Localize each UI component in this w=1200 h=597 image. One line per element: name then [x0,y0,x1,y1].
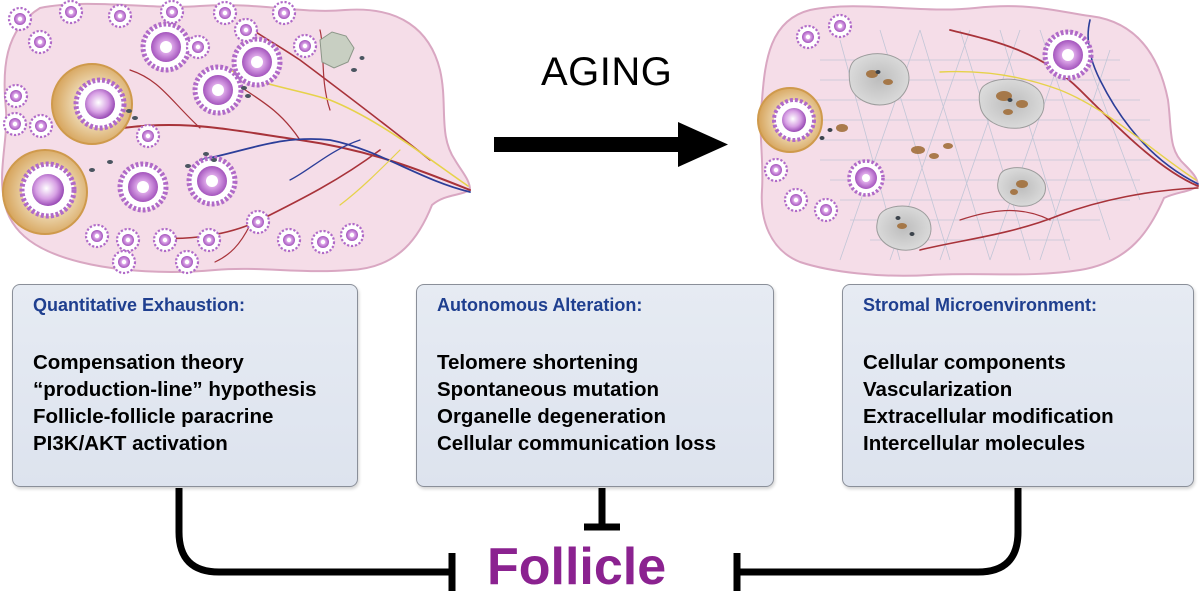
list-item: Follicle-follicle paracrine [33,405,274,428]
follicle-label: Follicle [487,538,667,596]
aged-secondary-follicle [1045,32,1091,78]
box-title: Stromal Microenvironment: [863,295,1098,315]
list-item: Cellular communication loss [437,432,717,455]
antral-follicle-upper [51,63,133,145]
list-item: Vascularization [863,378,1013,401]
list-item: Intercellular molecules [863,432,1086,455]
box-list: Telomere shortening Spontaneous mutation… [437,349,716,457]
aged-antral-follicle [757,87,823,153]
list-item: PI3K/AKT activation [33,432,228,455]
inhibition-connectors [175,488,1022,591]
aging-label: AGING [541,50,673,94]
aged-vessels [919,19,1199,251]
box-title: Quantitative Exhaustion: [33,295,246,315]
aged-ovary [757,5,1200,277]
young-stromal-patch [319,31,355,69]
left-inhibition-line [175,488,452,576]
list-item: Extracellular modification [863,405,1114,428]
lipofuscin-deposits [836,70,1028,229]
list-item: Telomere shortening [437,351,639,374]
young-ovary [1,0,472,275]
box-list: Compensation theory “production-line” hy… [33,349,317,457]
quantitative-exhaustion-box: Quantitative Exhaustion: Compensation th… [12,284,358,487]
box-title: Autonomous Alteration: [437,295,643,315]
list-item: “production-line” hypothesis [33,378,317,401]
autonomous-alteration-box: Autonomous Alteration: Telomere shorteni… [416,284,774,487]
fibrotic-mesh [815,29,1150,261]
list-item: Compensation theory [33,351,244,374]
aging-arrow [494,122,728,167]
aged-primary-follicle [847,159,885,197]
right-inhibition-line [737,488,1022,576]
stromal-microenvironment-box: Stromal Microenvironment: Cellular compo… [842,284,1194,487]
box-list: Cellular components Vascularization Extr… [863,349,1114,457]
list-item: Cellular components [863,351,1066,374]
antral-follicle-lower [2,149,88,235]
list-item: Spontaneous mutation [437,378,660,401]
list-item: Organelle degeneration [437,405,666,428]
young-stromal-cells [89,56,365,172]
